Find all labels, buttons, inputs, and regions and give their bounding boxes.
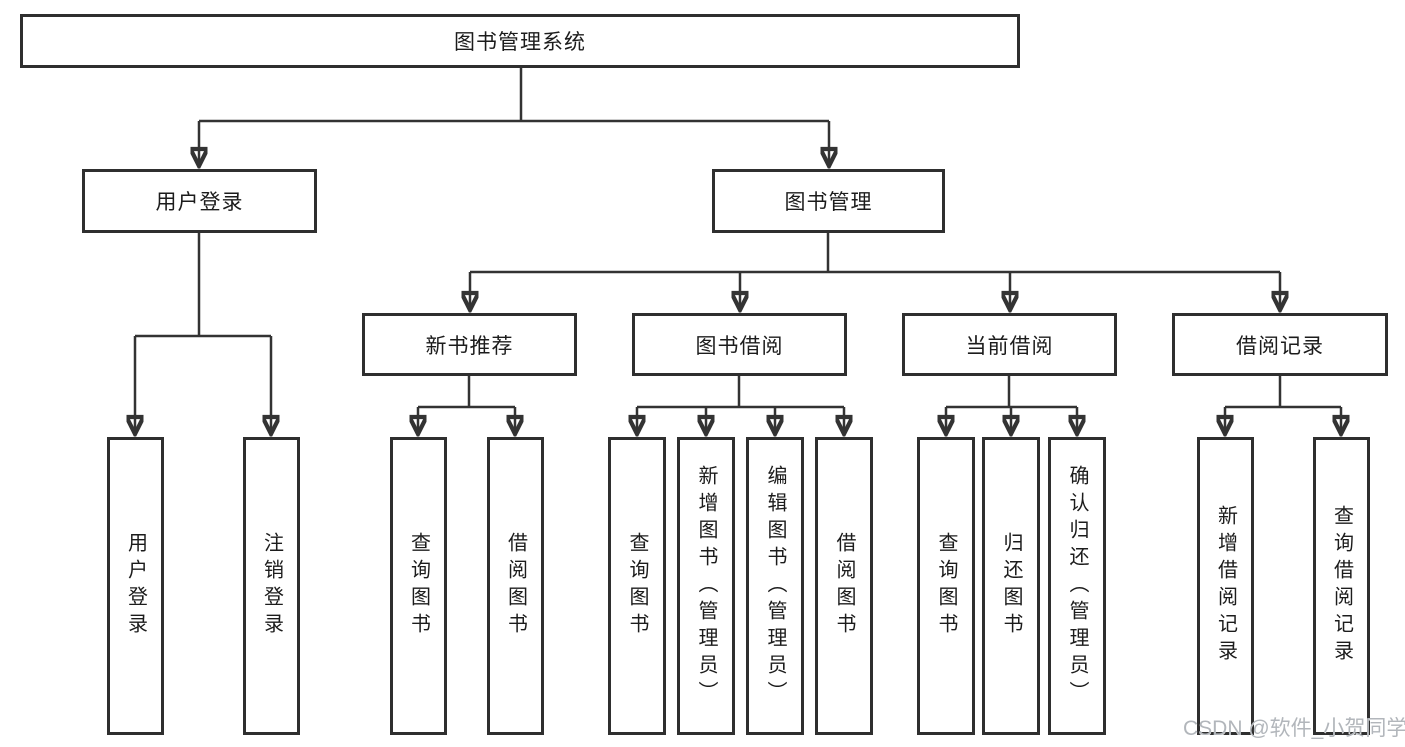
csdn-watermark: CSDN @软件_小贺同学 [1183,717,1405,740]
connector-currentborrow-to-leaves [946,376,1077,409]
leaf-bb-borrow-books-label: 借阅图书 [833,532,855,640]
node-new-books-label: 新书推荐 [425,334,514,358]
leaf-br-query-record-label: 查询借阅记录 [1330,505,1353,667]
leaf-bb-add-books-admin-label: 新增图书（管理员） [695,464,717,708]
node-user-login: 用户登录 [82,169,317,233]
leaf-bb-edit-books-admin: 编辑图书（管理员） [746,437,804,735]
leaf-cb-query-books-label: 查询图书 [935,532,957,640]
leaf-bb-query-books-label: 查询图书 [626,532,648,640]
leaf-br-add-record: 新增借阅记录 [1197,437,1254,735]
leaf-bb-query-books: 查询图书 [608,437,666,735]
leaf-nb-borrow-books-label: 借阅图书 [504,532,527,640]
connector-borrowrecords-to-leaves [1225,375,1341,409]
leaf-cb-confirm-return-admin: 确认归还（管理员） [1048,437,1106,735]
leaf-br-query-record: 查询借阅记录 [1313,437,1370,735]
node-book-mgmt-label: 图书管理 [784,191,873,214]
leaf-nb-query-books-label: 查询图书 [407,532,430,640]
node-borrow-records: 借阅记录 [1172,313,1388,376]
connector-bookborrow-to-leaves [637,376,844,409]
node-new-books: 新书推荐 [362,313,577,376]
leaf-logout-label: 注销登录 [260,532,283,640]
leaf-logout: 注销登录 [243,437,300,735]
node-root: 图书管理系统 [20,14,1020,68]
leaf-user-login-label: 用户登录 [124,532,147,640]
node-book-borrow-label: 图书借阅 [695,334,784,358]
leaf-nb-borrow-books: 借阅图书 [487,437,544,735]
node-book-mgmt: 图书管理 [712,169,945,233]
node-borrow-records-label: 借阅记录 [1236,334,1324,358]
leaf-bb-add-books-admin: 新增图书（管理员） [677,437,735,735]
connector-userlogin-to-leaves [135,233,271,338]
node-current-borrow-label: 当前借阅 [965,334,1054,358]
connector-root-to-level2 [199,68,829,123]
leaf-user-login: 用户登录 [107,437,164,735]
connector-newbooks-to-leaves [418,376,515,409]
leaf-cb-confirm-return-admin-label: 确认归还（管理员） [1066,464,1088,708]
leaf-nb-query-books: 查询图书 [390,437,447,735]
leaf-cb-query-books: 查询图书 [917,437,975,735]
leaf-br-add-record-label: 新增借阅记录 [1214,505,1237,667]
leaf-cb-return-books: 归还图书 [982,437,1040,735]
node-book-borrow: 图书借阅 [632,313,847,376]
node-current-borrow: 当前借阅 [902,313,1117,376]
leaf-cb-return-books-label: 归还图书 [1000,532,1022,640]
leaf-bb-borrow-books: 借阅图书 [815,437,873,735]
leaf-bb-edit-books-admin-label: 编辑图书（管理员） [764,464,786,708]
node-root-label: 图书管理系统 [454,31,586,54]
node-user-login-label: 用户登录 [155,191,244,214]
connector-bookmgmt-to-level3 [470,233,1280,274]
